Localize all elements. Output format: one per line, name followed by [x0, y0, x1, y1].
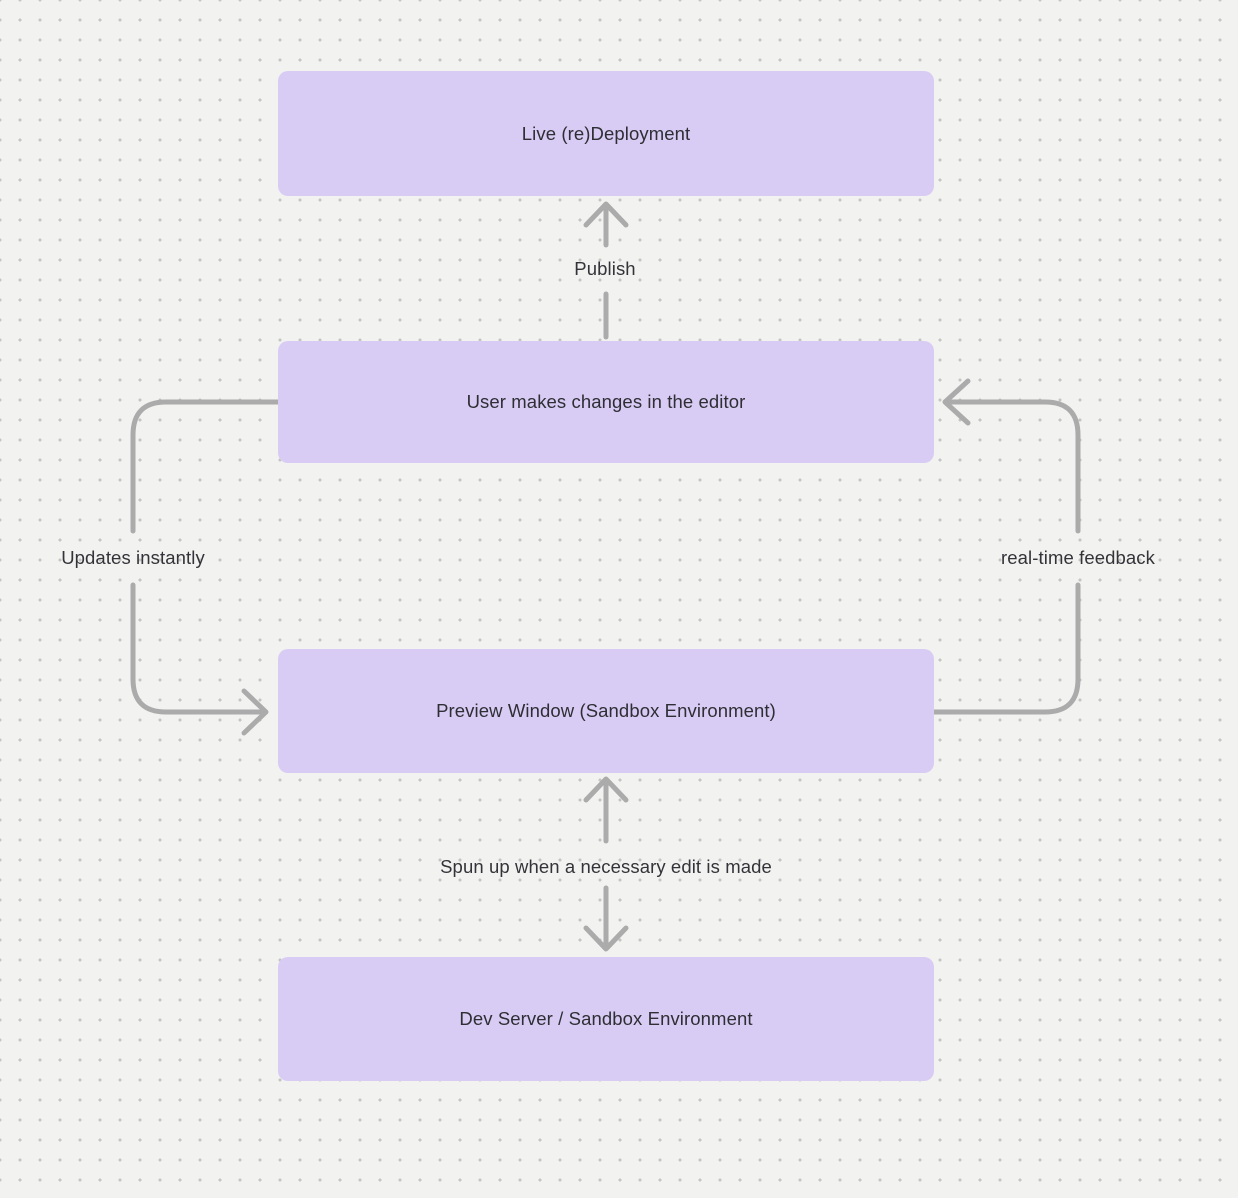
- arrowhead-down-icon: [583, 925, 629, 952]
- node-dev-server[interactable]: Dev Server / Sandbox Environment: [278, 957, 934, 1081]
- arrowhead-right-icon: [241, 688, 269, 736]
- arrowhead-up-icon: [583, 201, 629, 228]
- arrowhead-up-icon: [583, 776, 629, 803]
- node-user-editor-label: User makes changes in the editor: [466, 391, 746, 412]
- edge-label-realtime-feedback: real-time feedback: [1001, 547, 1155, 568]
- node-live-redeployment-label: Live (re)Deployment: [521, 122, 691, 144]
- edge-label-spun-up: Spun up when a necessary edit is made: [440, 856, 772, 877]
- node-preview-window-label: Preview Window (Sandbox Environment): [436, 700, 776, 721]
- edge-label-publish: Publish: [574, 258, 636, 279]
- edge-label-updates-instantly: Updates instantly: [61, 547, 205, 568]
- node-preview-window[interactable]: Preview Window (Sandbox Environment): [278, 649, 934, 773]
- node-dev-server-label: Dev Server / Sandbox Environment: [459, 1008, 753, 1029]
- node-live-redeployment[interactable]: Live (re)Deployment: [278, 71, 934, 196]
- arrowhead-left-icon: [942, 378, 971, 426]
- node-user-editor[interactable]: User makes changes in the editor: [278, 341, 934, 463]
